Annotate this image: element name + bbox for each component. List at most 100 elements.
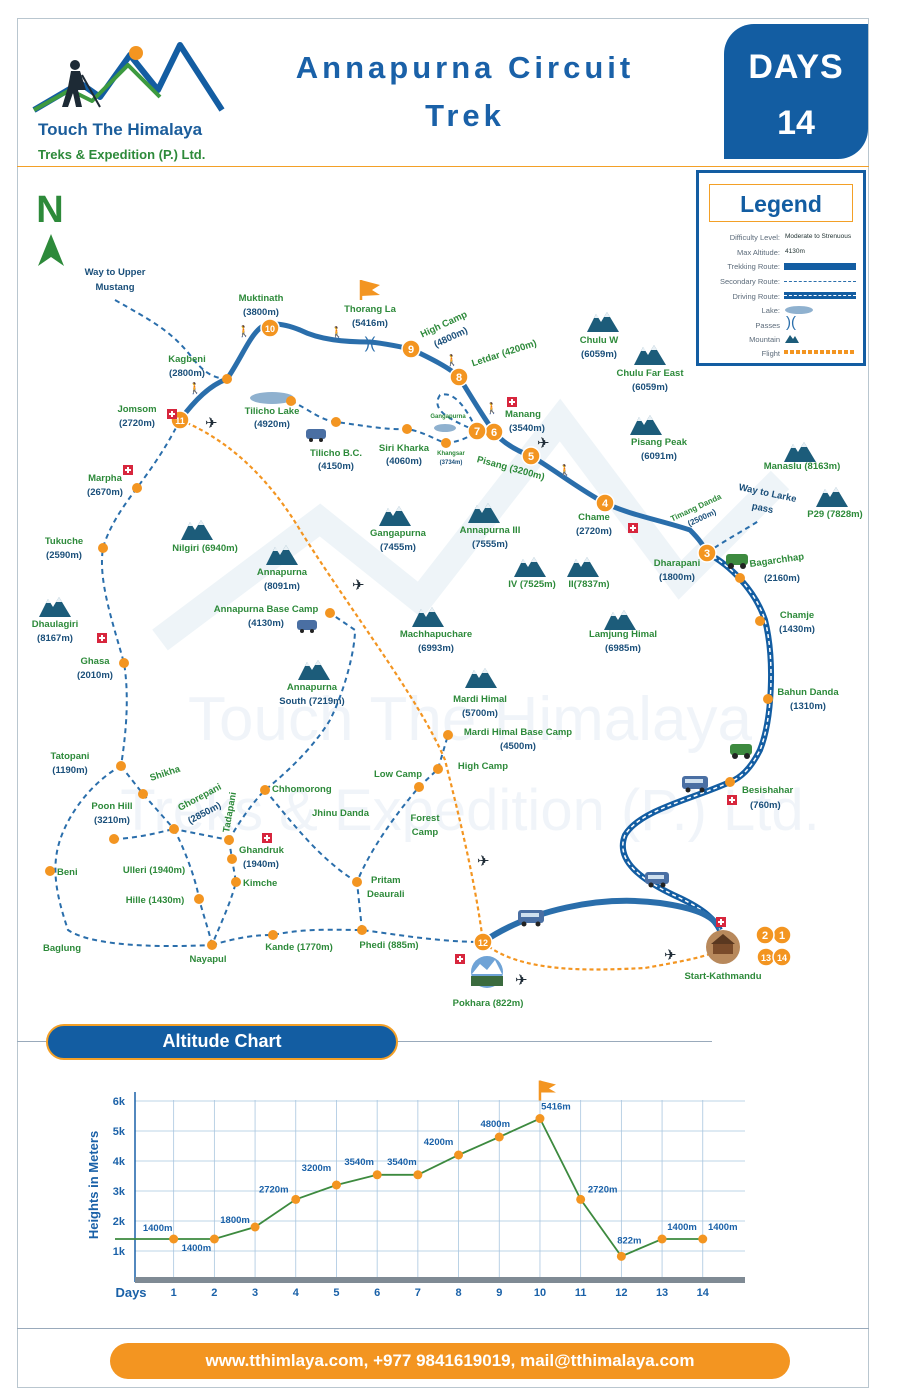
chart-xtick-label: 5	[333, 1287, 339, 1299]
place-label: Siri Kharka	[379, 443, 430, 454]
legend-label-lake: Lake:	[761, 306, 780, 315]
chart-data-label: 1400m	[182, 1243, 212, 1254]
place-label: (3210m)	[94, 815, 130, 826]
day-stop-marker: 12	[473, 932, 493, 952]
chart-xtick-label: 13	[656, 1287, 668, 1299]
legend-flight-swatch	[784, 350, 856, 354]
legend-value-max-altitude: 4130m	[785, 248, 805, 255]
waypoint-marker	[224, 835, 234, 845]
waypoint-marker	[325, 608, 335, 618]
waypoint-marker	[441, 438, 451, 448]
chart-xtick-label: 9	[496, 1287, 502, 1299]
summit-flag-icon	[359, 280, 380, 300]
mountain-icon	[468, 503, 500, 523]
place-label: South (7219m)	[279, 696, 344, 707]
chart-point	[250, 1222, 260, 1232]
chart-ylabel: Heights in Meters	[86, 1131, 101, 1239]
waypoint-marker	[132, 483, 142, 493]
day-stop-marker: 3	[697, 543, 717, 563]
chart-data-label: 2720m	[259, 1184, 289, 1195]
mountain-icon	[379, 506, 411, 526]
chart-point	[535, 1114, 545, 1124]
place-label: (3734m)	[440, 460, 463, 466]
place-label: Pritam	[371, 875, 401, 886]
waypoint-marker	[763, 694, 773, 704]
place-label: Forest	[410, 813, 440, 824]
place-label: Chame	[578, 512, 610, 523]
place-label: (7455m)	[380, 542, 416, 553]
day-stop-number: 2	[762, 930, 768, 942]
place-label: (2720m)	[119, 418, 155, 429]
place-label: Annapurna Base Camp	[214, 604, 319, 615]
waypoint-marker	[268, 930, 278, 940]
chart-xtick-label: 3	[252, 1287, 258, 1299]
chart-ytick-label: 1k	[113, 1246, 126, 1258]
day-stop-number: 7	[474, 426, 480, 438]
page-title-line2: Trek	[425, 98, 505, 133]
days-badge	[724, 24, 868, 159]
place-label: (5700m)	[462, 708, 498, 719]
waypoint-marker	[109, 834, 119, 844]
place-label: Tilicho B.C.	[310, 448, 362, 459]
place-label: Ghasa	[80, 656, 110, 667]
day-stop-number: 5	[528, 451, 534, 463]
mountain-icon	[630, 415, 662, 435]
legend-label-secondary-route: Secondary Route:	[719, 277, 780, 286]
days-count: 14	[777, 104, 815, 142]
place-label: (4150m)	[318, 461, 354, 472]
place-label: Beni	[57, 867, 78, 878]
place-label: (2160m)	[764, 573, 800, 584]
place-label: Kagbeni	[168, 354, 205, 365]
waypoint-marker	[414, 782, 424, 792]
brand-subtitle: Treks & Expedition (P.) Ltd.	[38, 147, 206, 162]
place-label: (1190m)	[52, 765, 87, 776]
chart-data-label: 1400m	[708, 1222, 738, 1233]
mountain-icon	[298, 660, 330, 680]
waypoint-marker	[227, 854, 237, 864]
waypoint-marker	[331, 417, 341, 427]
place-label: Thorang La	[344, 304, 396, 315]
place-label: (2010m)	[77, 670, 113, 681]
legend-label-mountain: Mountain	[749, 335, 780, 344]
place-label: Annapurna	[287, 682, 338, 693]
day-stop-number: 4	[602, 498, 609, 510]
legend-driving-route-swatch	[784, 292, 856, 299]
chart-ytick-label: 3k	[113, 1186, 126, 1198]
place-label: P29 (7828m)	[807, 509, 862, 520]
place-label: pass	[751, 501, 774, 516]
pass-icon: )(	[365, 335, 376, 352]
trek-map: Touch The Himalaya Treks & Expedition (P…	[32, 189, 863, 1009]
place-label: Pokhara (822m)	[453, 998, 524, 1009]
legend-label-difficulty: Difficulty Level:	[729, 233, 780, 242]
chart-ytick-label: 5k	[113, 1126, 126, 1138]
waypoint-marker	[45, 866, 55, 876]
place-label: Way to Upper	[85, 267, 146, 278]
chart-xtick-label: 6	[374, 1287, 380, 1299]
contact-info: www.tthimlaya.com, +977 9841619019, mail…	[205, 1351, 695, 1370]
day-stop-marker: 14	[772, 947, 792, 967]
chart-title: Altitude Chart	[162, 1031, 282, 1051]
waypoint-marker	[138, 789, 148, 799]
chart-xtick-label: 2	[211, 1287, 217, 1299]
place-label: Chhomorong	[272, 784, 332, 795]
place-label: Deaurali	[367, 889, 405, 900]
chart-data-label: 3200m	[302, 1163, 332, 1174]
place-label: (2800m)	[169, 368, 205, 379]
place-label: (8167m)	[37, 633, 73, 644]
place-label: Kande (1770m)	[265, 942, 333, 953]
mountain-icon	[465, 668, 497, 688]
svg-text:✈: ✈	[477, 853, 490, 870]
hospital-icons	[97, 397, 737, 964]
svg-text:🚶: 🚶	[237, 325, 251, 338]
flight-route-kathmandu	[482, 941, 721, 971]
svg-text:✈: ✈	[537, 435, 550, 452]
place-label: Poon Hill	[91, 801, 132, 812]
place-label: (2720m)	[576, 526, 612, 537]
place-label: Manaslu (8163m)	[764, 461, 841, 472]
day-stop-marker: 2	[755, 925, 775, 945]
chart-data-label: 4800m	[480, 1119, 510, 1130]
place-label: (3540m)	[509, 423, 545, 434]
mountain-icon	[587, 312, 619, 332]
place-label: (6059m)	[581, 349, 617, 360]
chart-point	[372, 1170, 382, 1180]
